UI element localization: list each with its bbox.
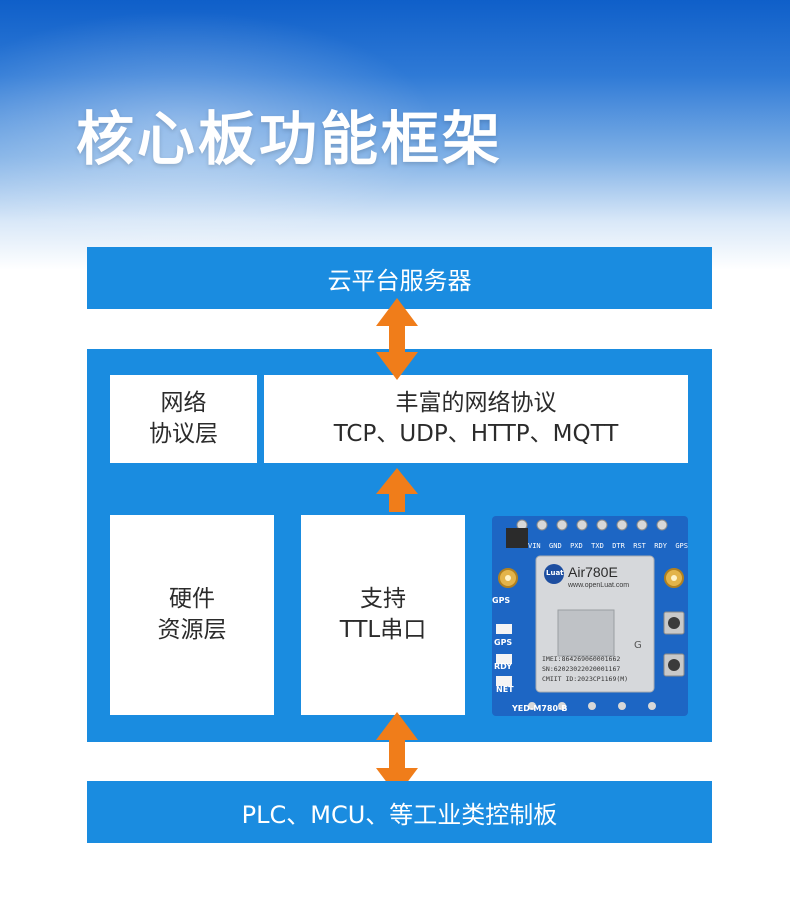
module-side-label: NET — [496, 685, 514, 694]
industrial-controller-bar: PLC、MCU、等工业类控制板 — [87, 781, 712, 843]
module-side-label: GPS — [494, 638, 513, 647]
module-url: www.openLuat.com — [568, 582, 630, 589]
module-side-label: GPS — [492, 596, 511, 605]
module-logo-text: Luat — [546, 569, 564, 577]
ttl-serial-card: 支持 TTL串口 — [301, 515, 465, 715]
module-pins-row: VIN GND PXD TXD DTR RST RDY GPS — [528, 542, 688, 550]
pin-label: GND — [549, 542, 562, 550]
cloud-server-bar: 云平台服务器 — [87, 247, 712, 309]
header-banner: 核心板功能框架 — [0, 0, 790, 270]
module-imei: IMEI:864269060001662 — [542, 655, 621, 663]
hardware-layer-line2: 资源层 — [157, 617, 227, 643]
banner-glow — [0, 10, 440, 250]
pin-label: TXD — [591, 542, 604, 550]
protocols-list: TCP、UDP、HTTP、MQTT — [333, 421, 619, 447]
network-protocols-card: 丰富的网络协议 TCP、UDP、HTTP、MQTT — [264, 375, 688, 463]
pin-label: RST — [633, 542, 646, 550]
module-sn: SN:62023022020001167 — [542, 665, 621, 673]
module-cmiit: CMIIT ID:2023CP1169(M) — [542, 675, 629, 683]
network-layer-line2: 协议层 — [149, 421, 218, 447]
hardware-layer-line1: 硬件 — [169, 586, 215, 612]
pin-label: GPS — [675, 542, 688, 550]
pin-label: PXD — [570, 542, 583, 550]
air780e-module-image: VIN GND PXD TXD DTR RST RDY GPS Luat Air… — [492, 516, 688, 716]
module-board-svg — [492, 516, 688, 716]
network-layer-card: 网络 协议层 — [110, 375, 257, 463]
double-arrow-icon — [376, 712, 418, 796]
double-arrow-icon — [376, 298, 418, 380]
module-side-label: RDY — [494, 662, 513, 671]
pin-label: RDY — [654, 542, 667, 550]
ttl-serial-line2: TTL串口 — [339, 617, 427, 643]
protocols-title: 丰富的网络协议 — [395, 390, 557, 416]
page-title: 核心板功能框架 — [76, 105, 504, 173]
pin-label: VIN — [528, 542, 541, 550]
module-board-name: YED-M780-B — [512, 704, 568, 713]
hardware-layer-card: 硬件 资源层 — [110, 515, 274, 715]
up-arrow-icon — [376, 468, 418, 512]
pin-label: DTR — [612, 542, 625, 550]
module-chip-mark: G — [634, 640, 642, 651]
ttl-serial-line1: 支持 — [360, 586, 406, 612]
module-brand: Air780E — [568, 564, 618, 580]
network-layer-line1: 网络 — [160, 390, 207, 416]
